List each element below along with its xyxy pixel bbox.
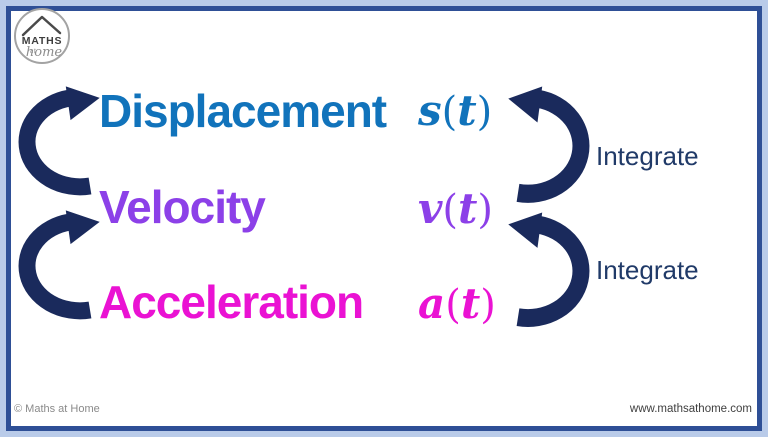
notation-displacement: s(t) xyxy=(418,86,493,136)
label-velocity: Velocity xyxy=(99,181,266,233)
notation-arg: t xyxy=(458,184,478,233)
right-paren: ) xyxy=(480,282,496,328)
logo-title: MATHS xyxy=(22,35,63,47)
integrate-label-top: Integrate xyxy=(596,141,699,171)
notation-var: v xyxy=(418,184,443,233)
notation-arg: t xyxy=(460,279,481,328)
left-paren: ( xyxy=(442,187,459,233)
diagram-frame xyxy=(6,6,762,431)
logo-at: at xyxy=(30,48,37,55)
notation-var: s xyxy=(418,86,442,135)
maths-at-home-logo: MATHS at home xyxy=(13,7,71,65)
logo-roof-icon xyxy=(21,15,62,37)
integrate-arrow-vt-to-st-icon xyxy=(506,86,596,210)
right-paren: ) xyxy=(476,89,493,135)
integrate-arrow-at-to-vt-icon xyxy=(506,212,596,334)
curved-arrow-acceleration-to-velocity-icon xyxy=(12,210,102,326)
website-url: www.mathsathome.com xyxy=(629,403,752,415)
notation-velocity: v(t) xyxy=(418,184,494,234)
curved-arrow-velocity-to-displacement-icon xyxy=(12,86,102,202)
right-paren: ) xyxy=(477,187,494,233)
notation-acceleration: a(t) xyxy=(418,279,496,329)
left-paren: ( xyxy=(445,282,461,328)
logo-circle xyxy=(14,8,70,64)
label-displacement: Displacement xyxy=(99,85,387,137)
notation-arg: t xyxy=(457,86,477,135)
left-paren: ( xyxy=(441,89,458,135)
notation-var: a xyxy=(418,279,446,328)
label-acceleration: Acceleration xyxy=(99,276,364,328)
integrate-label-bottom: Integrate xyxy=(596,255,699,285)
copyright-text: © Maths at Home xyxy=(14,403,100,415)
logo-home: home xyxy=(26,45,63,60)
